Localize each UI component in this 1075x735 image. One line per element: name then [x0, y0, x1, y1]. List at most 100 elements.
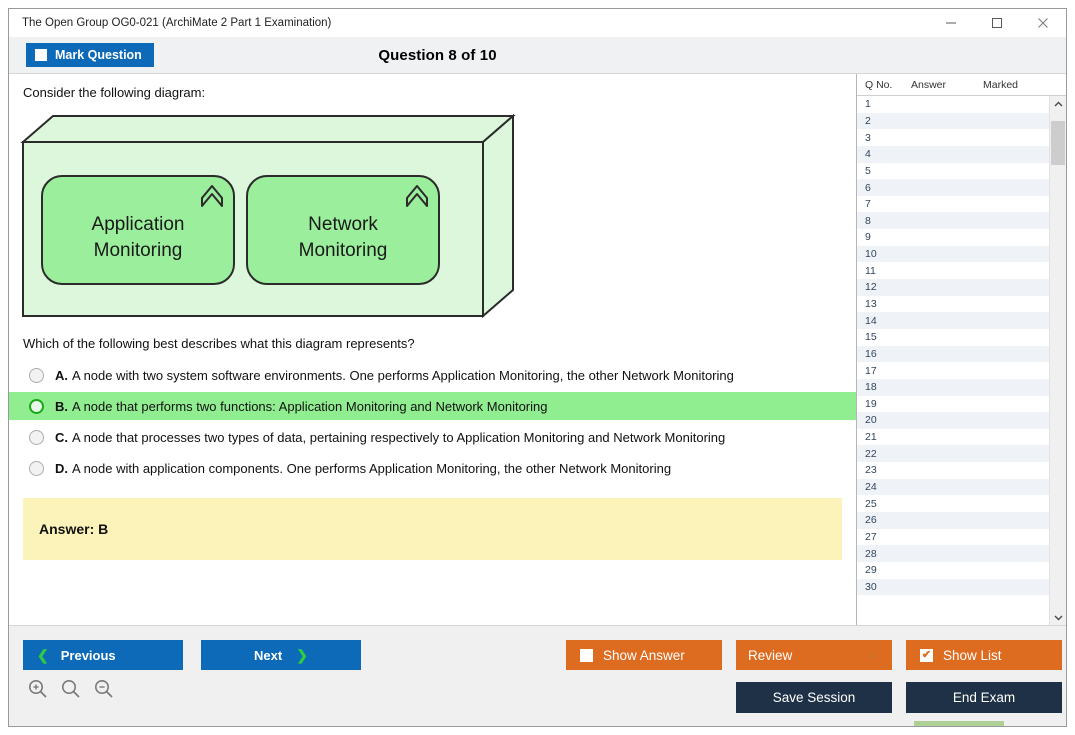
- question-number: 24: [865, 481, 877, 494]
- end-exam-button[interactable]: End Exam: [906, 682, 1062, 713]
- question-number: 18: [865, 381, 877, 394]
- show-answer-checkbox[interactable]: [580, 648, 593, 662]
- question-list-row[interactable]: 24: [857, 478, 1049, 496]
- zoom-reset-icon: [60, 678, 82, 705]
- question-number: 20: [865, 414, 877, 427]
- zoom-out-icon: [93, 678, 115, 705]
- review-dropdown[interactable]: Review ▲: [736, 640, 892, 670]
- question-list-row[interactable]: 21: [857, 429, 1049, 446]
- scroll-up-button[interactable]: [1050, 96, 1066, 112]
- chevron-right-icon: ❯: [296, 646, 308, 663]
- question-list-row[interactable]: 8: [857, 212, 1049, 230]
- mark-question-label: Mark Question: [55, 48, 142, 62]
- end-exam-label: End Exam: [952, 690, 1016, 705]
- save-session-button[interactable]: Save Session: [736, 682, 892, 713]
- question-list-row[interactable]: 7: [857, 196, 1049, 213]
- column-header-answer: Answer: [911, 78, 947, 91]
- element-label-line2: Monitoring: [299, 240, 388, 261]
- question-list-row[interactable]: 4: [857, 145, 1049, 163]
- option-radio-a[interactable]: [29, 367, 44, 383]
- question-list-row[interactable]: 27: [857, 529, 1049, 546]
- question-list-row[interactable]: 25: [857, 495, 1049, 512]
- question-number: 25: [865, 497, 877, 510]
- question-list-row[interactable]: 14: [857, 312, 1049, 329]
- zoom-out-button[interactable]: [91, 678, 117, 704]
- question-number: 8: [865, 214, 871, 227]
- question-list-row[interactable]: 26: [857, 512, 1049, 529]
- option-row-b[interactable]: B. A node that performs two functions: A…: [9, 392, 856, 420]
- question-number: 27: [865, 530, 877, 543]
- question-list-row[interactable]: 5: [857, 163, 1049, 180]
- answer-reveal-box: Answer: B: [23, 498, 842, 560]
- next-button[interactable]: Next ❯: [201, 640, 361, 670]
- question-list-row[interactable]: 10: [857, 245, 1049, 263]
- question-list-row[interactable]: 11: [857, 262, 1049, 279]
- question-number: 11: [865, 264, 876, 277]
- archimate-diagram: Application Monitoring Network Monitorin…: [15, 108, 525, 324]
- mark-question-checkbox[interactable]: [35, 49, 47, 61]
- option-radio-c[interactable]: [29, 429, 44, 445]
- question-list-row[interactable]: 9: [857, 229, 1049, 246]
- question-list-row[interactable]: 28: [857, 545, 1049, 562]
- question-number: 21: [865, 431, 877, 444]
- question-list-row[interactable]: 17: [857, 362, 1049, 379]
- question-list-row[interactable]: 15: [857, 329, 1049, 346]
- question-list-row[interactable]: 6: [857, 179, 1049, 196]
- answer-text: Answer: B: [39, 521, 109, 537]
- question-number: 23: [865, 464, 877, 477]
- option-row-d[interactable]: D. A node with application components. O…: [9, 454, 856, 482]
- zoom-in-button[interactable]: [25, 678, 51, 704]
- question-list-row[interactable]: 19: [857, 396, 1049, 413]
- scrollbar-thumb[interactable]: [1051, 121, 1065, 165]
- option-letter-b: B.: [55, 398, 68, 414]
- maximize-button[interactable]: [974, 9, 1020, 36]
- show-answer-button[interactable]: Show Answer: [566, 640, 722, 670]
- option-radio-b[interactable]: [29, 398, 44, 414]
- question-number: 6: [865, 181, 871, 194]
- question-number: 2: [865, 114, 871, 127]
- minimize-button[interactable]: [928, 9, 974, 36]
- question-list-row[interactable]: 29: [857, 562, 1049, 579]
- scrollbar-track[interactable]: [1050, 112, 1066, 609]
- question-number: 3: [865, 131, 871, 144]
- question-number: 5: [865, 164, 871, 177]
- question-number: 26: [865, 514, 877, 527]
- question-list-row[interactable]: 12: [857, 279, 1049, 296]
- scroll-down-button[interactable]: [1050, 609, 1066, 625]
- previous-button[interactable]: ❮ Previous: [23, 640, 183, 670]
- zoom-reset-button[interactable]: [58, 678, 84, 704]
- show-list-button[interactable]: ✔ Show List: [906, 640, 1062, 670]
- maximize-icon: [991, 17, 1003, 29]
- function-chevron-icon: [406, 185, 428, 207]
- option-row-a[interactable]: A. A node with two system software envir…: [9, 361, 856, 389]
- question-number: 16: [865, 347, 877, 360]
- option-text-a: A node with two system software environm…: [72, 367, 734, 383]
- question-list-row[interactable]: 1: [857, 96, 1049, 113]
- show-list-checkbox[interactable]: ✔: [920, 648, 933, 662]
- option-radio-d[interactable]: [29, 460, 44, 476]
- element-label-line1: Network: [308, 214, 378, 235]
- option-text-b: A node that performs two functions: Appl…: [72, 398, 548, 414]
- question-list-row[interactable]: 18: [857, 378, 1049, 396]
- status-strip: [9, 720, 1066, 726]
- question-list-row[interactable]: 13: [857, 296, 1049, 313]
- zoom-in-icon: [27, 678, 49, 705]
- question-list-row[interactable]: 30: [857, 578, 1049, 596]
- mark-question-button[interactable]: Mark Question: [26, 43, 154, 67]
- title-bar: The Open Group OG0-021 (ArchiMate 2 Part…: [9, 9, 1066, 37]
- question-list-row[interactable]: 2: [857, 112, 1049, 130]
- close-button[interactable]: [1020, 9, 1066, 36]
- function-chevron-icon: [201, 185, 223, 207]
- question-list-row[interactable]: 20: [857, 412, 1049, 429]
- question-list-row[interactable]: 16: [857, 345, 1049, 363]
- chevron-left-icon: ❮: [37, 646, 49, 663]
- option-row-c[interactable]: C. A node that processes two types of da…: [9, 423, 856, 451]
- question-list-scrollbar[interactable]: [1049, 96, 1066, 625]
- exam-application-window: The Open Group OG0-021 (ArchiMate 2 Part…: [8, 8, 1067, 727]
- question-list-row[interactable]: 3: [857, 129, 1049, 146]
- body-region: Consider the following diagram: Applicat…: [9, 74, 1066, 625]
- question-list-row[interactable]: 23: [857, 462, 1049, 479]
- question-list-row[interactable]: 22: [857, 445, 1049, 463]
